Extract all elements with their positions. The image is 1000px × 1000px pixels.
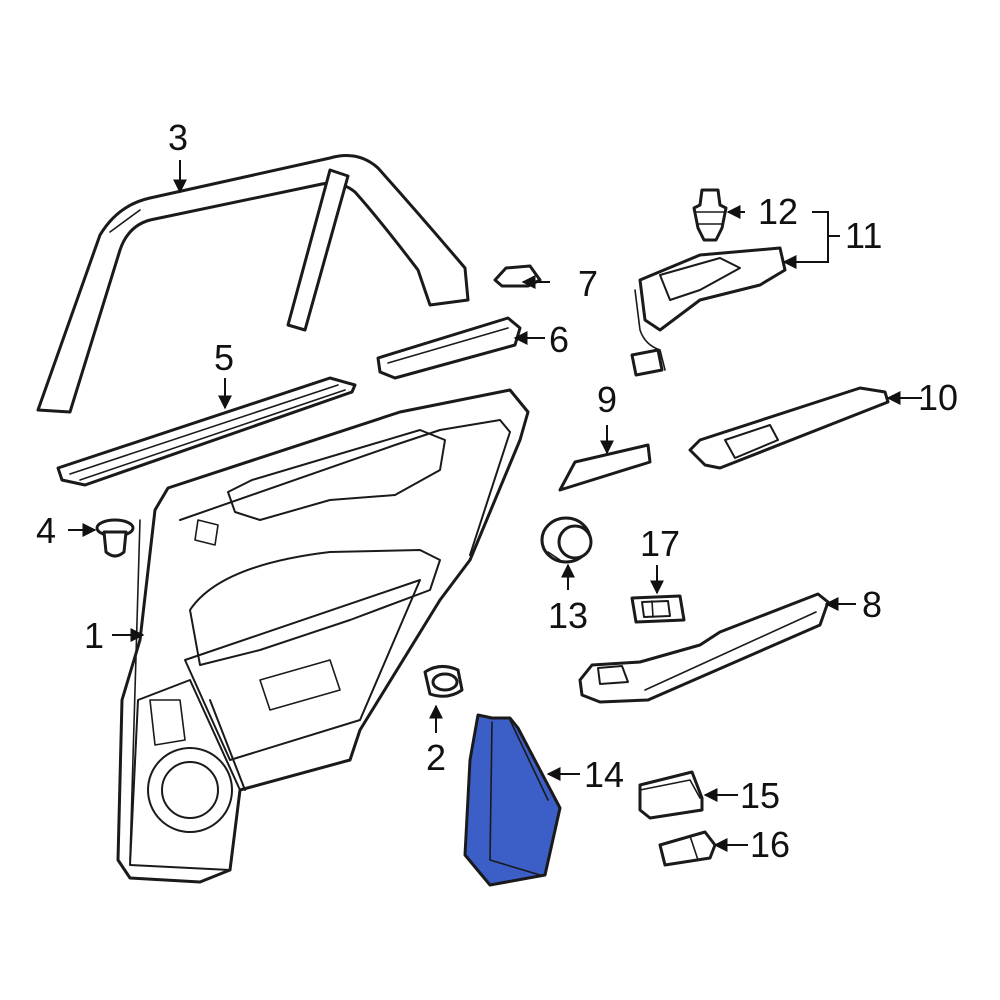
callout-11: 11 <box>845 215 882 256</box>
callout-12: 12 <box>758 191 798 232</box>
callout-2: 2 <box>426 737 446 778</box>
door-trim-panel[interactable] <box>116 388 530 884</box>
window-frame-molding[interactable] <box>36 154 470 414</box>
trim-block-15[interactable] <box>638 770 704 820</box>
callout-3: 3 <box>168 117 188 158</box>
window-switch[interactable] <box>630 594 686 624</box>
callout-4: 4 <box>36 510 56 551</box>
leader-lines <box>68 160 922 852</box>
handle-plug[interactable] <box>692 188 728 242</box>
callout-10: 10 <box>918 377 958 418</box>
callout-13: 13 <box>548 595 588 636</box>
callout-7: 7 <box>578 263 598 304</box>
callout-1: 1 <box>84 615 104 656</box>
speaker-grille[interactable] <box>540 516 593 564</box>
callout-14: 14 <box>584 754 624 795</box>
callout-6: 6 <box>549 319 569 360</box>
highlighted-trim-panel[interactable] <box>463 713 562 887</box>
callout-17: 17 <box>640 523 680 564</box>
callout-15: 15 <box>740 775 780 816</box>
callout-5: 5 <box>214 337 234 378</box>
interior-handle-assembly[interactable] <box>630 246 787 377</box>
belt-weatherstrip[interactable] <box>56 376 357 487</box>
callout-9: 9 <box>597 379 617 420</box>
inner-belt-seal[interactable] <box>376 316 522 380</box>
armrest[interactable] <box>578 592 830 704</box>
pull-handle-trim[interactable] <box>688 386 890 470</box>
trim-clip[interactable] <box>423 665 464 698</box>
trim-cover-16[interactable] <box>658 830 717 867</box>
switch-bezel-trim[interactable] <box>558 443 652 492</box>
callout-8: 8 <box>862 584 882 625</box>
push-pin-fastener[interactable] <box>95 518 135 558</box>
callout-labels: 3 5 7 6 4 1 2 9 10 12 11 13 17 8 14 15 1… <box>36 117 958 865</box>
callout-16: 16 <box>750 824 790 865</box>
